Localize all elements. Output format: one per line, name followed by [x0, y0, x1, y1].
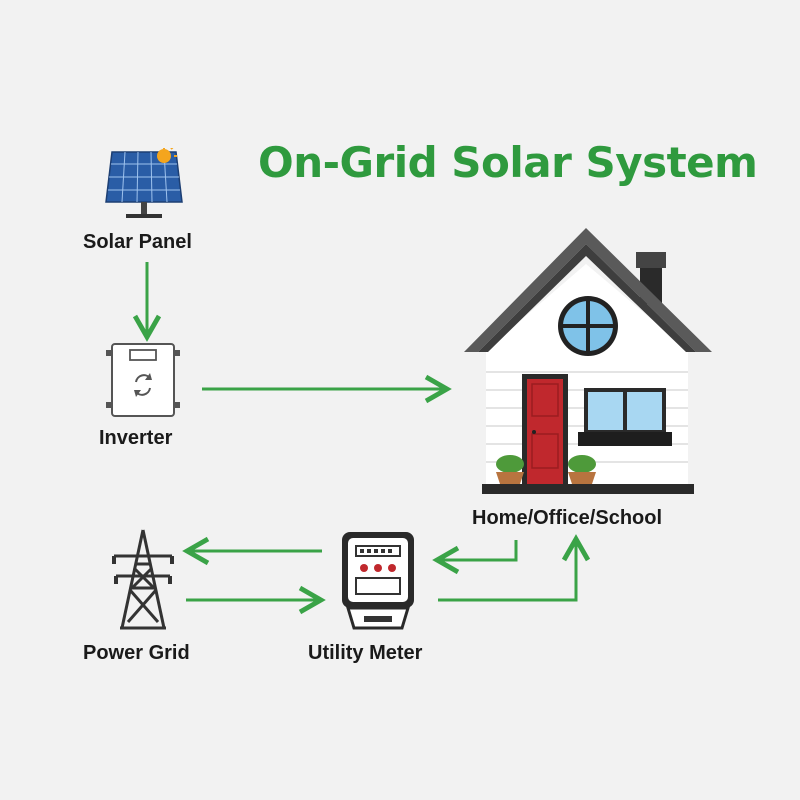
solar-panel-icon [105, 148, 183, 218]
inverter-icon [106, 343, 180, 417]
utility-meter-label: Utility Meter [308, 642, 423, 664]
house-icon [464, 228, 712, 494]
solar-panel-label: Solar Panel [83, 231, 192, 253]
arrow-home-to-meter [432, 540, 518, 575]
home-label: Home/Office/School [472, 507, 663, 529]
power-grid-label: Power Grid [83, 642, 190, 664]
inverter-label: Inverter [99, 427, 173, 449]
utility-meter-icon [342, 532, 414, 630]
power-tower-icon [112, 529, 174, 630]
diagram-title: On-Grid Solar System [258, 138, 758, 187]
arrow-meter-to-home [438, 534, 591, 602]
